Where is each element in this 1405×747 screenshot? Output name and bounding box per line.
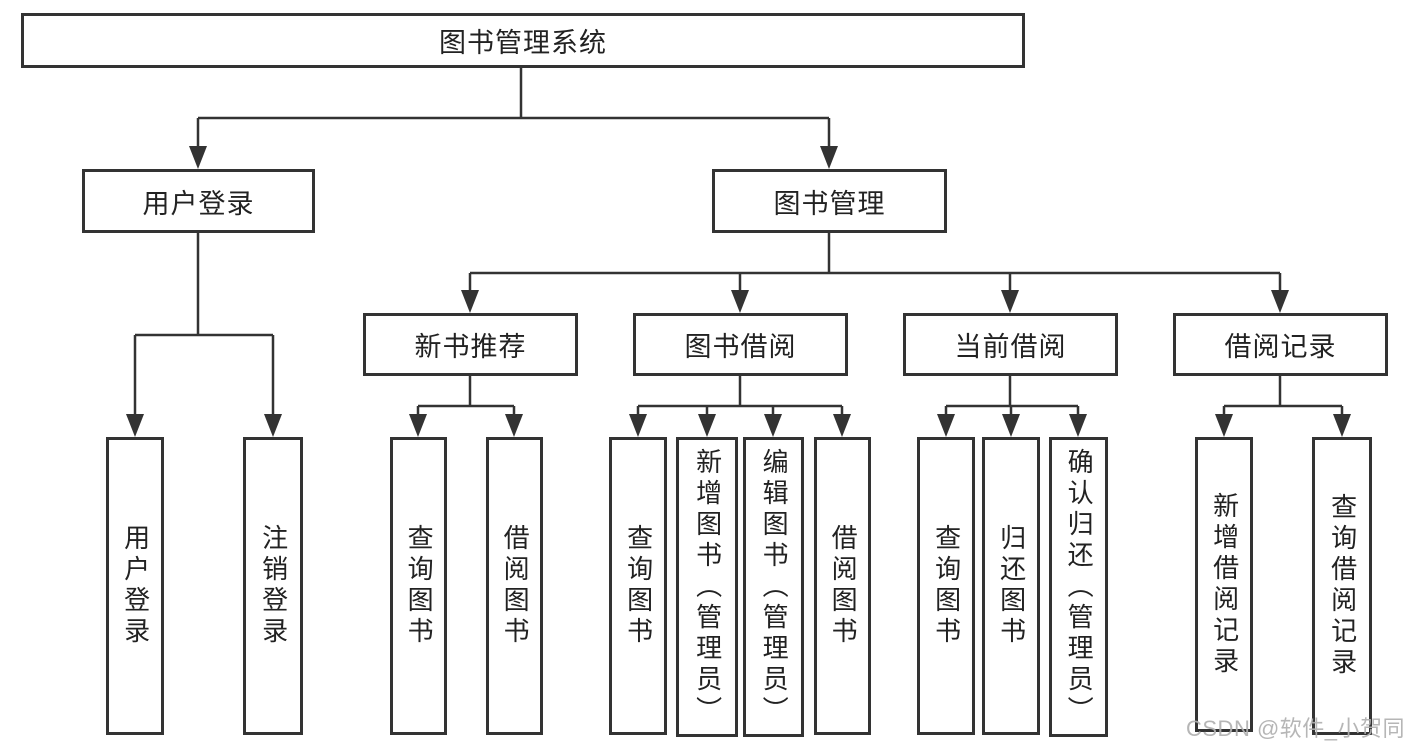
leaf-query-books-2-label: 查询图书 <box>623 524 654 648</box>
arrowhead-leaf-confirm-return <box>1069 414 1087 437</box>
leaf-edit-books-admin-label: 编辑图书（管理员） <box>759 447 790 727</box>
arrowhead-leaf-logout <box>264 414 282 437</box>
leaf-confirm-return-admin-label: 确认归还（管理员） <box>1064 447 1095 727</box>
node-current-borrowing: 当前借阅 <box>903 313 1118 376</box>
leaf-return-books-label: 归还图书 <box>996 524 1027 648</box>
node-book-management: 图书管理 <box>712 169 947 233</box>
arrowhead-leaf-query-books-1 <box>409 414 427 437</box>
node-current-borrowing-label: 当前借阅 <box>954 332 1067 362</box>
connector-borrowing-to-leaves <box>636 376 844 416</box>
leaf-add-borrow-record-label: 新增借阅记录 <box>1209 491 1240 678</box>
connector-user-login-to-leaves <box>133 233 275 416</box>
node-book-borrowing: 图书借阅 <box>633 313 848 376</box>
connector-book-management-to-level3 <box>468 233 1282 292</box>
leaf-add-books-admin: 新增图书（管理员） <box>676 437 738 737</box>
leaf-query-borrow-record: 查询借阅记录 <box>1312 437 1372 735</box>
arrowhead-user-login <box>189 146 207 169</box>
arrowhead-borrowing-records <box>1271 290 1289 313</box>
arrowhead-leaf-query-record <box>1333 414 1351 437</box>
arrowhead-leaf-borrow-books-1 <box>505 414 523 437</box>
arrowhead-leaf-query-books-2 <box>629 414 647 437</box>
connector-root-to-level2 <box>196 68 831 147</box>
leaf-query-books-1: 查询图书 <box>390 437 447 735</box>
node-user-login: 用户登录 <box>82 169 315 233</box>
leaf-edit-books-admin: 编辑图书（管理员） <box>743 437 804 737</box>
leaf-user-login: 用户登录 <box>106 437 164 735</box>
leaf-query-borrow-record-label: 查询借阅记录 <box>1327 493 1358 679</box>
leaf-borrow-books-2-label: 借阅图书 <box>828 524 859 648</box>
leaf-add-borrow-record: 新增借阅记录 <box>1195 437 1253 732</box>
node-new-book-recommend: 新书推荐 <box>363 313 578 376</box>
watermark: CSDN @软件_小贺同学 <box>1186 716 1405 741</box>
leaf-borrow-books-1: 借阅图书 <box>486 437 543 735</box>
arrowhead-leaf-add-books <box>698 414 716 437</box>
leaf-borrow-books-2: 借阅图书 <box>814 437 871 735</box>
node-borrowing-records: 借阅记录 <box>1173 313 1388 376</box>
node-book-management-label: 图书管理 <box>773 188 886 219</box>
arrowhead-book-borrowing <box>731 290 749 313</box>
arrowhead-book-management <box>820 146 838 169</box>
leaf-borrow-books-1-label: 借阅图书 <box>500 524 531 648</box>
leaf-query-books-1-label: 查询图书 <box>404 524 435 648</box>
node-user-login-label: 用户登录 <box>142 188 255 219</box>
leaf-logout-label: 注销登录 <box>258 524 289 648</box>
node-borrowing-records-label: 借阅记录 <box>1224 332 1337 362</box>
node-book-borrowing-label: 图书借阅 <box>684 332 797 362</box>
leaf-return-books: 归还图书 <box>982 437 1040 735</box>
arrowhead-leaf-return-books <box>1002 414 1020 437</box>
leaf-logout: 注销登录 <box>243 437 303 735</box>
connector-records-to-leaves <box>1222 376 1344 416</box>
arrowhead-leaf-add-record <box>1215 414 1233 437</box>
leaf-query-books-3-label: 查询图书 <box>931 524 962 648</box>
connector-current-to-leaves <box>944 376 1080 416</box>
leaf-add-books-admin-label: 新增图书（管理员） <box>692 447 723 727</box>
arrowhead-current-borrowing <box>1001 290 1019 313</box>
leaf-user-login-label: 用户登录 <box>120 524 151 648</box>
connector-recommend-to-leaves <box>416 376 516 416</box>
leaf-query-books-2: 查询图书 <box>609 437 667 735</box>
leaf-query-books-3: 查询图书 <box>917 437 975 735</box>
arrowhead-leaf-borrow-books-2 <box>833 414 851 437</box>
node-new-book-recommend-label: 新书推荐 <box>414 332 527 362</box>
arrowhead-new-book-recommend <box>461 290 479 313</box>
arrowhead-leaf-user-login <box>126 414 144 437</box>
leaf-confirm-return-admin: 确认归还（管理员） <box>1049 437 1108 737</box>
node-root: 图书管理系统 <box>21 13 1025 68</box>
node-root-label: 图书管理系统 <box>439 28 607 58</box>
arrowhead-leaf-query-books-3 <box>937 414 955 437</box>
arrowhead-leaf-edit-books <box>764 414 782 437</box>
